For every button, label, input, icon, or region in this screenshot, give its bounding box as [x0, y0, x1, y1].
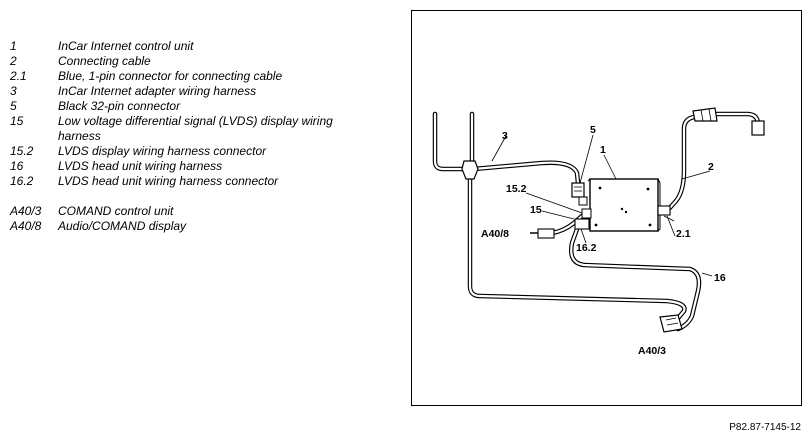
legend-item-a40-8: A40/8 Audio/COMAND display [10, 219, 400, 234]
control-unit [587, 178, 661, 232]
connector-16-2 [574, 218, 590, 230]
callout-5: 5 [590, 124, 596, 136]
legend-text: Black 32-pin connector [58, 99, 181, 113]
harness-junction [461, 160, 479, 180]
harness-3-main [471, 160, 581, 186]
callout-15-2: 15.2 [506, 183, 527, 195]
callout-a40-3: A40/3 [638, 345, 666, 357]
leader-16 [701, 272, 713, 277]
legend-text: COMAND control unit [58, 204, 174, 218]
callout-a40-8: A40/8 [481, 228, 509, 240]
legend-item-2-1: 2.1 Blue, 1-pin connector for connecting… [10, 69, 400, 84]
leader-2-1 [666, 215, 676, 237]
legend-spacer [10, 189, 400, 204]
legend-key: 15 [10, 114, 24, 128]
leader-1 [603, 154, 617, 180]
callout-16-2: 16.2 [576, 242, 597, 254]
legend-text: Connecting cable [58, 54, 151, 68]
leader-3 [491, 135, 507, 162]
wiring-diagram: 5 1 2 3 15.2 15 A40/8 16.2 2.1 16 A40/3 [432, 107, 765, 357]
leader-15-2 [525, 192, 583, 214]
legend-item-2: 2 Connecting cable [10, 54, 400, 69]
legend-key: 16 [10, 159, 24, 173]
legend-text: Blue, 1-pin connector for connecting cab… [58, 69, 283, 83]
legend-item-15: 15 Low voltage differential signal (LVDS… [10, 114, 400, 144]
legend-key: A40/3 [10, 204, 42, 218]
legend-key: A40/8 [10, 219, 42, 233]
figure-id: P82.87-7145-12 [729, 422, 801, 433]
legend-item-15-2: 15.2 LVDS display wiring harness connect… [10, 144, 400, 159]
leader-5 [579, 134, 594, 184]
legend-text: LVDS display wiring harness connector [58, 144, 267, 158]
legend-item-a40-3: A40/3 COMAND control unit [10, 204, 400, 219]
legend-item-5: 5 Black 32-pin connector [10, 99, 400, 114]
legend-text: Audio/COMAND display [58, 219, 187, 233]
callout-2: 2 [708, 161, 714, 173]
legend-text: LVDS head unit wiring harness connector [58, 174, 279, 188]
callout-1: 1 [600, 144, 606, 156]
legend-item-16-2: 16.2 LVDS head unit wiring harness conne… [10, 174, 400, 189]
callout-3: 3 [502, 130, 508, 142]
legend-text: LVDS head unit wiring harness [58, 159, 223, 173]
legend-key: 5 [10, 99, 17, 113]
callout-15: 15 [530, 204, 542, 216]
connector-2-1 [657, 205, 675, 222]
legend-key: 2 [10, 54, 17, 68]
leader-16-2 [580, 228, 587, 244]
callout-2-1: 2.1 [676, 228, 691, 240]
legend-key: 1 [10, 39, 17, 53]
connecting-cable-2 [664, 114, 698, 214]
legend-item-3: 3 InCar Internet adapter wiring harness [10, 84, 400, 99]
leader-15 [541, 210, 575, 220]
a40-3-plug [659, 314, 683, 333]
legend-key: 3 [10, 84, 17, 98]
legend-text: Low voltage differential signal (LVDS) d… [58, 114, 333, 143]
connector-15-2 [581, 208, 592, 219]
legend-key: 15.2 [10, 144, 34, 158]
connector-5 [571, 182, 588, 206]
legend-key: 16.2 [10, 174, 34, 188]
legend-key: 2.1 [10, 69, 27, 83]
diagram-frame: 5 1 2 3 15.2 15 A40/8 16.2 2.1 16 A40/3 [411, 10, 802, 406]
cable-2-terminal [751, 120, 765, 136]
cable-2-plug [692, 107, 718, 122]
legend-text: InCar Internet adapter wiring harness [58, 84, 257, 98]
leader-2 [681, 170, 711, 180]
legend-text: InCar Internet control unit [58, 39, 194, 53]
legend-item-16: 16 LVDS head unit wiring harness [10, 159, 400, 174]
legend: 1 InCar Internet control unit 2 Connecti… [10, 39, 400, 234]
legend-item-1: 1 InCar Internet control unit [10, 39, 400, 54]
a40-8-plug [530, 228, 555, 239]
harness-3-tail-left [432, 111, 470, 172]
callout-16: 16 [714, 272, 726, 284]
